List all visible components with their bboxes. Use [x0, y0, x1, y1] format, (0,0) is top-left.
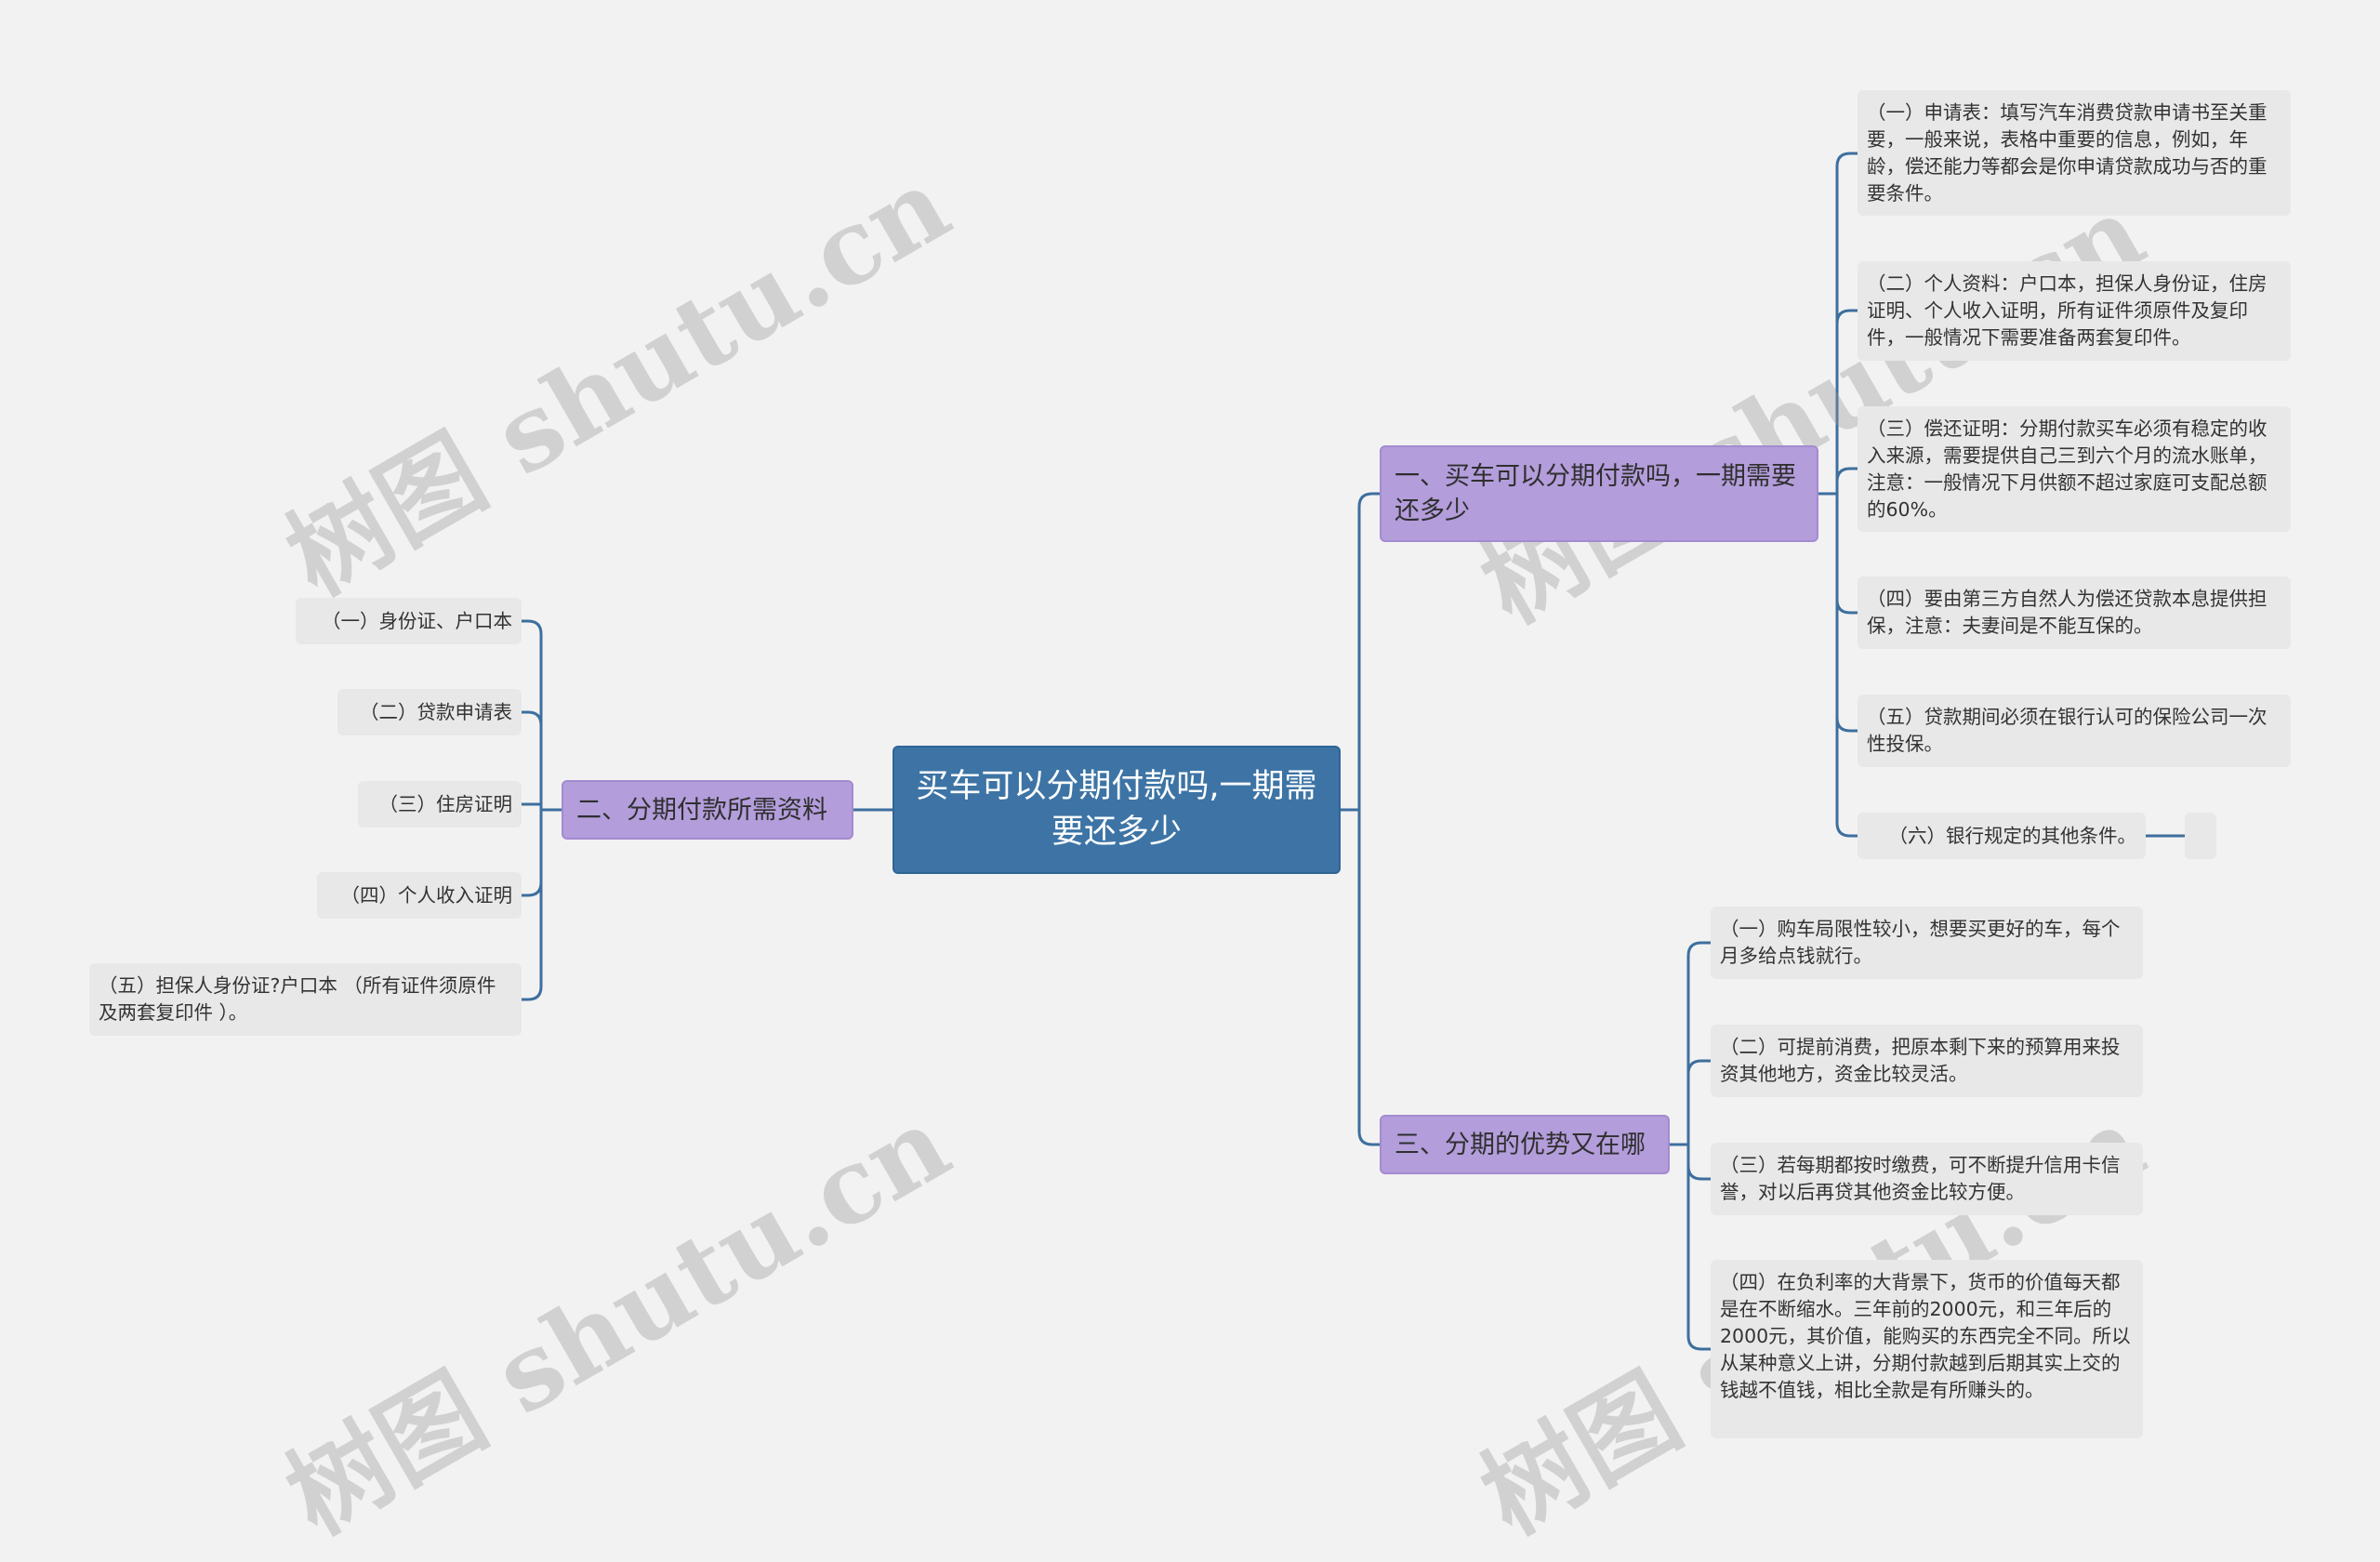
leaf-1-2[interactable]: （二）个人资料：户口本，担保人身份证，住房证明、个人收入证明，所有证件须原件及复… — [1858, 261, 2291, 361]
branch2-link-2 — [522, 710, 543, 810]
leaf-2-3[interactable]: （三）住房证明 — [358, 781, 522, 827]
root-topic-label: 买车可以分期付款吗,一期需要还多少 — [916, 768, 1317, 851]
branch1-link-1 — [1835, 152, 1858, 494]
root-topic[interactable]: 买车可以分期付款吗,一期需要还多少 — [892, 746, 1341, 874]
leaf-2-2[interactable]: （二）贷款申请表 — [337, 689, 522, 735]
leaf-2-5[interactable]: （五）担保人身份证?户口本 （所有证件须原件及两套复印件 ）。 — [89, 963, 522, 1036]
branch1-link-3 — [1835, 467, 1858, 494]
leaf-label: （二）可提前消费，把原本剩下来的预算用来投资其他地方，资金比较灵活。 — [1720, 1036, 2121, 1085]
leaf-label: （四）在负利率的大背景下，货币的价值每天都是在不断缩水。三年前的2000元，和三… — [1720, 1271, 2131, 1401]
leaf-label: （五）担保人身份证?户口本 （所有证件须原件及两套复印件 ）。 — [99, 974, 496, 1024]
branch-topic-label: 一、买车可以分期付款吗，一期需要还多少 — [1395, 462, 1796, 525]
branch1-link-2 — [1835, 309, 1858, 494]
leaf-label: （三）住房证明 — [378, 792, 513, 815]
leaf-label: （五）贷款期间必须在银行认可的保险公司一次性投保。 — [1867, 706, 2268, 755]
leaf-label: （二）个人资料：户口本，担保人身份证，住房证明、个人收入证明，所有证件须原件及复… — [1867, 272, 2268, 349]
leaf-label: （一）购车局限性较小，想要买更好的车，每个月多给点钱就行。 — [1720, 918, 2121, 967]
leaf-2-4[interactable]: （四）个人收入证明 — [317, 872, 522, 919]
root-right-link-2 — [1357, 810, 1380, 1146]
mindmap-canvas: 树图 shutu.cn 树图 shutu.cn 树图 shutu.cn 树图 s… — [89, 90, 2291, 1557]
branch1-link-6 — [1835, 494, 1858, 838]
branch2-link-4 — [522, 810, 543, 897]
leaf-1-4[interactable]: （四）要由第三方自然人为偿还贷款本息提供担保，注意：夫妻间是不能互保的。 — [1858, 576, 2291, 649]
leaf-3-3[interactable]: （三）若每期都按时缴费，可不断提升信用卡信誉，对以后再贷其他资金比较方便。 — [1711, 1143, 2143, 1215]
leaf-label: （二）贷款申请表 — [360, 700, 512, 723]
leaf-label: （一）申请表：填写汽车消费贷款申请书至关重要，一般来说，表格中重要的信息，例如，… — [1867, 101, 2268, 205]
leaf-3-1[interactable]: （一）购车局限性较小，想要买更好的车，每个月多给点钱就行。 — [1711, 907, 2143, 979]
branch3-link-1 — [1686, 941, 1711, 1145]
leaf-1-6-child-empty[interactable] — [2185, 813, 2216, 859]
leaf-label: （六）银行规定的其他条件。 — [1888, 824, 2137, 847]
branch-topic-1[interactable]: 一、买车可以分期付款吗，一期需要还多少 — [1380, 445, 1818, 542]
leaf-1-5[interactable]: （五）贷款期间必须在银行认可的保险公司一次性投保。 — [1858, 695, 2291, 767]
leaf-2-1[interactable]: （一）身份证、户口本 — [296, 598, 522, 644]
branch3-link-4 — [1686, 1145, 1711, 1351]
leaf-3-2[interactable]: （二）可提前消费，把原本剩下来的预算用来投资其他地方，资金比较灵活。 — [1711, 1025, 2143, 1097]
leaf-1-6[interactable]: （六）银行规定的其他条件。 — [1858, 813, 2146, 859]
branch3-link-2 — [1686, 1059, 1711, 1145]
branch3-link-3 — [1686, 1145, 1711, 1181]
root-right-link-1 — [1357, 492, 1380, 810]
connector-lines — [522, 152, 2185, 1351]
branch-topic-label: 二、分期付款所需资料 — [576, 795, 827, 825]
leaf-3-4[interactable]: （四）在负利率的大背景下，货币的价值每天都是在不断缩水。三年前的2000元，和三… — [1711, 1260, 2143, 1438]
branch2-link-3 — [522, 802, 543, 810]
leaf-label: （四）个人收入证明 — [340, 883, 513, 907]
leaf-label: （三）若每期都按时缴费，可不断提升信用卡信誉，对以后再贷其他资金比较方便。 — [1720, 1154, 2121, 1203]
leaf-label: （一）身份证、户口本 — [322, 609, 512, 632]
branch2-link-5 — [522, 810, 543, 1001]
leaf-label: （三）偿还证明：分期付款买车必须有稳定的收入来源，需要提供自己三到六个月的流水账… — [1867, 417, 2268, 521]
branch-topic-3[interactable]: 三、分期的优势又在哪 — [1380, 1115, 1670, 1174]
branch-topic-2[interactable]: 二、分期付款所需资料 — [562, 780, 853, 840]
leaf-label: （四）要由第三方自然人为偿还贷款本息提供担保，注意：夫妻间是不能互保的。 — [1867, 588, 2268, 637]
branch2-link-1 — [522, 619, 543, 810]
leaf-1-1[interactable]: （一）申请表：填写汽车消费贷款申请书至关重要，一般来说，表格中重要的信息，例如，… — [1858, 90, 2291, 216]
branch-topic-label: 三、分期的优势又在哪 — [1395, 1130, 1646, 1159]
branch1-link-4 — [1835, 494, 1858, 615]
leaf-1-3[interactable]: （三）偿还证明：分期付款买车必须有稳定的收入来源，需要提供自己三到六个月的流水账… — [1858, 406, 2291, 532]
